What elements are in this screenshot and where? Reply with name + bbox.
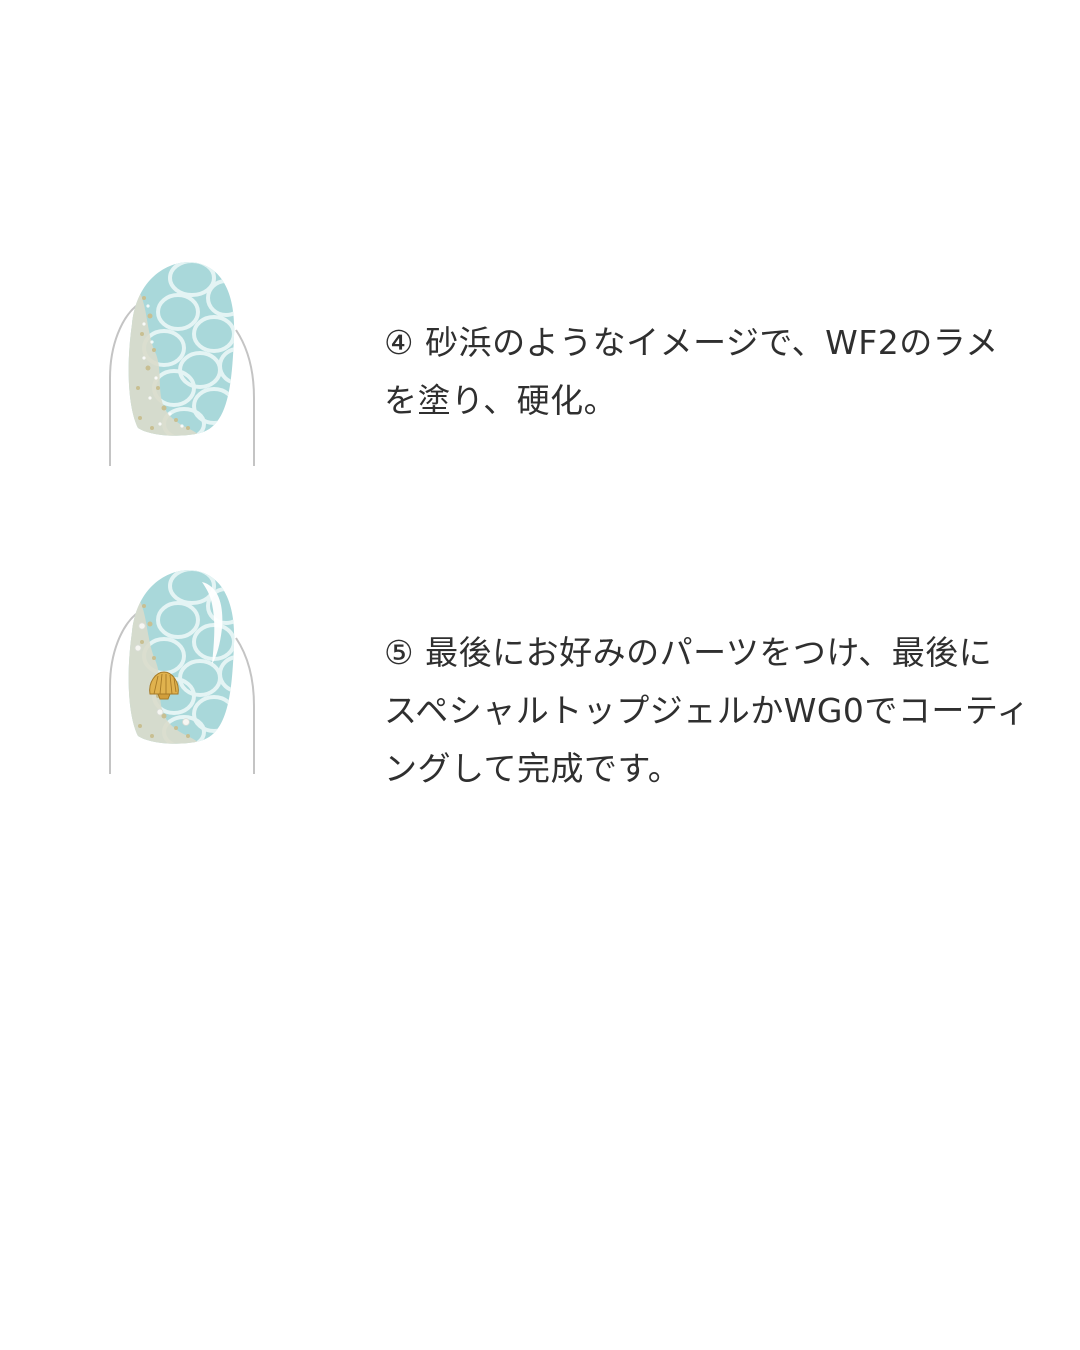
step-5-line-2: スペシャルトップジェルかWG0でコーティ bbox=[384, 691, 1030, 730]
step-4: ④ 砂浜のようなイメージで、WF2のラメ を塗り、硬化。 bbox=[0, 258, 1080, 473]
nail-illustration-step-5 bbox=[104, 566, 260, 778]
step-5: ⑤ 最後にお好みのパーツをつけ、最後に スペシャルトップジェルかWG0でコーティ… bbox=[0, 566, 1080, 788]
step-5-line-3: ングして完成です。 bbox=[384, 749, 682, 788]
nail-illustration-step-4 bbox=[104, 258, 260, 470]
shell-icon bbox=[149, 671, 179, 700]
nail-with-shell-icon bbox=[109, 570, 255, 774]
step-4-line-2: を塗り、硬化。 bbox=[384, 381, 618, 420]
step-5-marker: ⑤ bbox=[384, 633, 415, 672]
step-5-line-1: ⑤ 最後にお好みのパーツをつけ、最後に bbox=[384, 633, 993, 672]
step-4-marker: ④ bbox=[384, 323, 415, 362]
step-5-instruction: ⑤ 最後にお好みのパーツをつけ、最後に スペシャルトップジェルかWG0でコーティ… bbox=[384, 624, 1064, 798]
step-4-line-1: ④ 砂浜のようなイメージで、WF2のラメ bbox=[384, 323, 999, 362]
step-4-instruction: ④ 砂浜のようなイメージで、WF2のラメ を塗り、硬化。 bbox=[384, 314, 1064, 430]
nail-icon bbox=[109, 262, 255, 466]
